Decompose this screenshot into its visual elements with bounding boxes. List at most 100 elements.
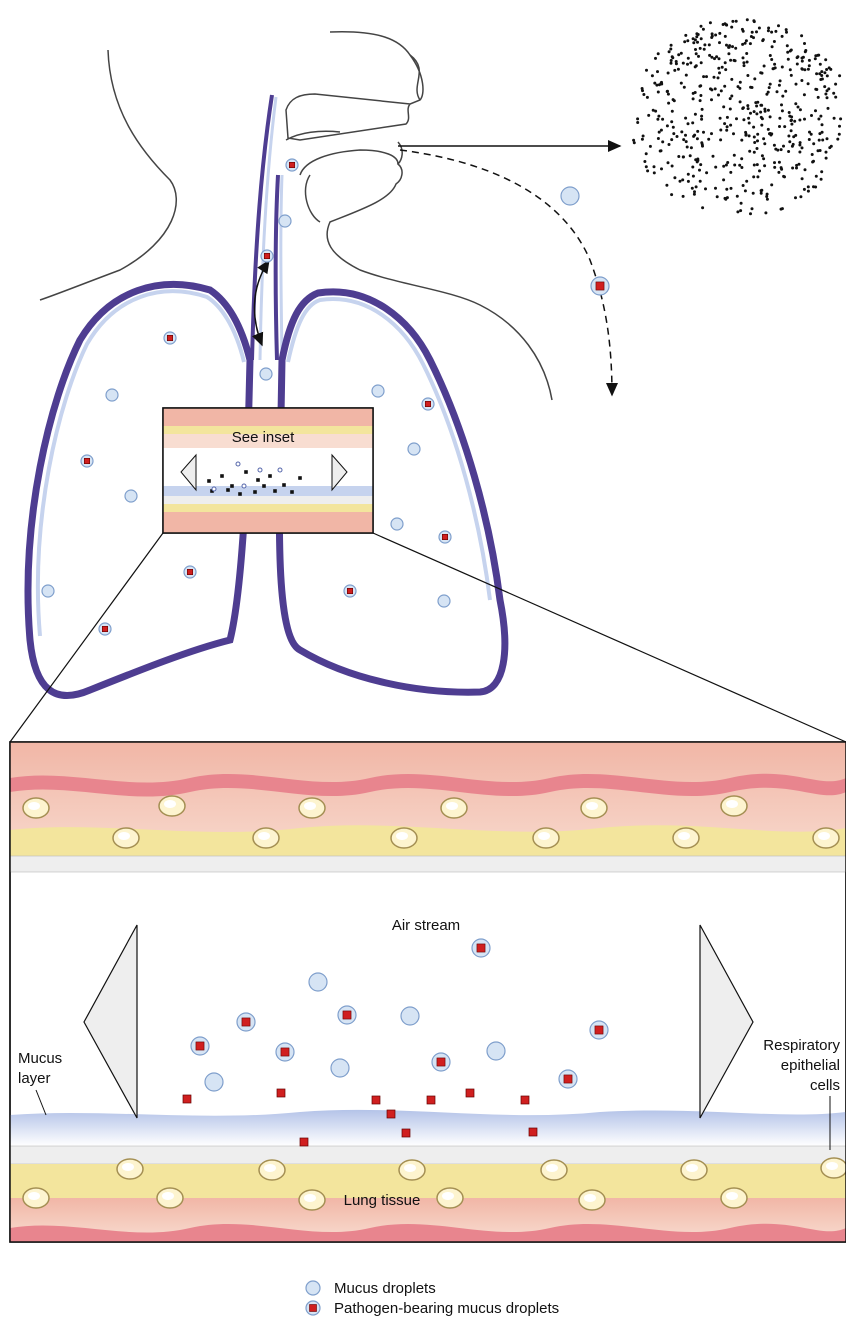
pathogen-droplet — [99, 623, 111, 635]
mucus-droplet — [438, 595, 450, 607]
legend-label-pathogen: Pathogen-bearing mucus droplets — [334, 1300, 559, 1317]
inset-particle — [282, 483, 286, 487]
inset-particle — [253, 490, 257, 494]
pathogen-particle — [277, 1089, 285, 1097]
fat-cell — [579, 1190, 605, 1210]
respiratory-label-line2: epithelial — [781, 1057, 840, 1074]
pathogen-droplet — [276, 1043, 294, 1061]
legend-item-pathogen: Pathogen-bearing mucus droplets — [304, 1298, 704, 1318]
inset-particle — [290, 490, 294, 494]
mucus-droplet — [408, 443, 420, 455]
mucus-droplet-icon — [304, 1279, 322, 1297]
fat-cell — [259, 1160, 285, 1180]
pathogen-droplet — [164, 332, 176, 344]
legend-item-mucus: Mucus droplets — [304, 1278, 704, 1298]
fat-cell — [821, 1158, 846, 1178]
fat-cell — [253, 828, 279, 848]
fat-cell — [721, 1188, 747, 1208]
see-inset-label: See inset — [232, 429, 295, 446]
mucus-droplet — [331, 1059, 349, 1077]
air-stream-label: Air stream — [392, 917, 460, 934]
fat-cell — [23, 798, 49, 818]
pathogen-droplet — [590, 1021, 608, 1039]
fat-cell — [117, 1159, 143, 1179]
pathogen-particle — [529, 1128, 537, 1136]
inset-droplet — [236, 462, 240, 466]
pathogen-particle — [300, 1138, 308, 1146]
pathogen-droplet — [472, 939, 490, 957]
upper-epithelium — [10, 856, 846, 872]
pathogen-droplet — [344, 585, 356, 597]
pathogen-droplet — [81, 455, 93, 467]
pathogen-droplet — [184, 566, 196, 578]
respiratory-label-line3: cells — [810, 1077, 840, 1094]
pathogen-droplet — [191, 1037, 209, 1055]
fat-cell — [721, 796, 747, 816]
inset-droplet — [242, 484, 246, 488]
respiratory-label-line1: Respiratory — [763, 1037, 840, 1054]
inset-particle — [268, 474, 272, 478]
inset-particle — [298, 476, 302, 480]
pathogen-droplet — [261, 250, 273, 262]
large-inset — [10, 742, 846, 1242]
mucus-droplet — [372, 385, 384, 397]
pathogen-droplet — [559, 1070, 577, 1088]
pathogen-droplet — [338, 1006, 356, 1024]
fat-cell — [299, 798, 325, 818]
fat-cell — [533, 828, 559, 848]
fat-cell — [681, 1160, 707, 1180]
fat-cell — [441, 798, 467, 818]
aerosol-particle-cloud — [632, 18, 842, 215]
inset-droplet — [278, 468, 282, 472]
inset-particle — [238, 492, 242, 496]
pathogen-droplet — [439, 531, 451, 543]
inset-droplet — [258, 468, 262, 472]
pathogen-droplet — [591, 277, 609, 295]
mucus-droplet — [391, 518, 403, 530]
fat-cell — [673, 828, 699, 848]
pathogen-particle — [427, 1096, 435, 1104]
mucus-droplet — [106, 389, 118, 401]
mucus-droplet — [401, 1007, 419, 1025]
mucus-layer-label-line1: Mucus — [18, 1050, 62, 1067]
mucus-droplet — [487, 1042, 505, 1060]
mucus-droplet — [205, 1073, 223, 1091]
trachea — [252, 95, 282, 360]
mucus-droplet — [125, 490, 137, 502]
pathogen-particle — [183, 1095, 191, 1103]
pathogen-particle — [372, 1096, 380, 1104]
inset-particle — [226, 488, 230, 492]
inset-particle — [273, 489, 277, 493]
inset-droplet — [212, 487, 216, 491]
fat-cell — [581, 798, 607, 818]
inset-particle — [230, 484, 234, 488]
fat-cell — [157, 1188, 183, 1208]
fat-cell — [299, 1190, 325, 1210]
mucus-droplet — [260, 368, 272, 380]
fat-cell — [399, 1160, 425, 1180]
mucus-droplet — [309, 973, 327, 991]
mucus-droplet — [561, 187, 579, 205]
lung-tissue-label: Lung tissue — [344, 1192, 421, 1209]
mucus-layer-label-line2: layer — [18, 1070, 51, 1087]
pathogen-droplet — [237, 1013, 255, 1031]
inset-particle — [220, 474, 224, 478]
pathogen-particle — [521, 1096, 529, 1104]
legend: Mucus droplets Pathogen-bearing mucus dr… — [304, 1278, 704, 1318]
pathogen-droplet-icon — [304, 1299, 322, 1317]
fat-cell — [23, 1188, 49, 1208]
inset-particle — [244, 470, 248, 474]
fat-cell — [437, 1188, 463, 1208]
inset-particle — [207, 479, 211, 483]
fat-cell — [391, 828, 417, 848]
mucus-droplet — [279, 215, 291, 227]
inset-particle — [256, 478, 260, 482]
mucus-droplet — [42, 585, 54, 597]
pathogen-droplet — [286, 159, 298, 171]
pathogen-droplet — [422, 398, 434, 410]
pathogen-particle — [402, 1129, 410, 1137]
pathogen-droplet — [432, 1053, 450, 1071]
pathogen-particle — [466, 1089, 474, 1097]
fat-cell — [813, 828, 839, 848]
